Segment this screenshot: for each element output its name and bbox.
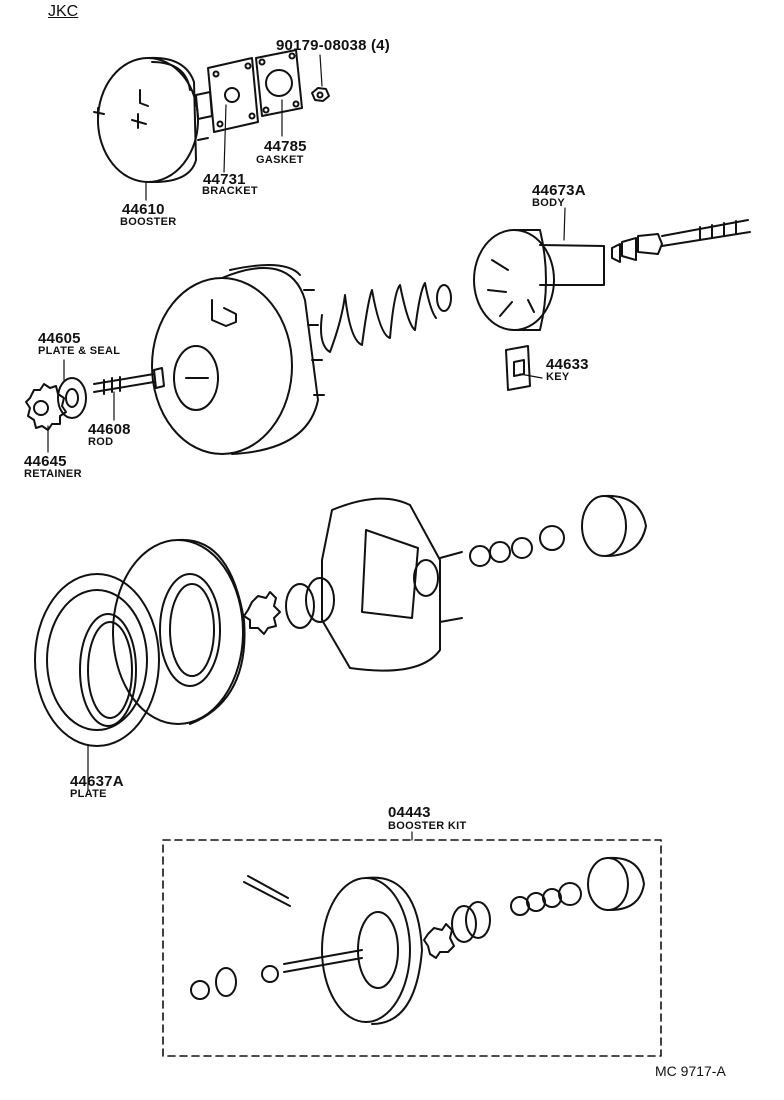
part-number-body: 44673A — [532, 182, 586, 199]
bracket-drawing — [207, 57, 259, 133]
part-name-booster: BOOSTER — [120, 216, 177, 228]
part-name-plate: PLATE — [70, 788, 107, 800]
rod-drawing — [93, 367, 165, 395]
plate-drawing — [34, 573, 160, 747]
header-code: JKC — [48, 3, 79, 20]
part-number-bracket: 44731 — [203, 171, 246, 188]
part-name-plate-seal: PLATE & SEAL — [38, 345, 121, 357]
part-name-body: BODY — [532, 197, 565, 209]
part-number-key: 44633 — [546, 356, 589, 373]
lower-small-parts-drawing — [243, 494, 647, 635]
booster-shell-drawing — [151, 264, 325, 455]
kit-parts-drawing — [190, 856, 645, 1025]
part-number-gasket: 44785 — [264, 138, 307, 155]
part-number-kit: 04443 — [388, 804, 431, 821]
part-number-booster: 44610 — [122, 201, 165, 218]
middle-leader-lines — [47, 207, 566, 453]
part-name-gasket: GASKET — [256, 154, 304, 166]
part-number-plate-seal: 44605 — [38, 330, 81, 347]
part-number-nut: 90179-08038 (4) — [276, 37, 390, 54]
part-name-key: KEY — [546, 371, 570, 383]
part-name-bracket: BRACKET — [202, 185, 258, 197]
part-name-retainer: RETAINER — [24, 468, 82, 480]
nut-drawing — [311, 87, 330, 102]
retainer-drawing — [25, 383, 67, 431]
booster-small-drawing — [93, 56, 213, 184]
top-leader-lines — [145, 54, 323, 201]
part-number-retainer: 44645 — [24, 453, 67, 470]
front-shell-drawing — [321, 497, 463, 672]
booster-kit-box — [162, 831, 662, 1057]
part-name-rod: ROD — [88, 436, 114, 448]
part-number-plate: 44637A — [70, 773, 124, 790]
gasket-drawing — [255, 49, 303, 117]
plate-seal-drawing — [57, 377, 87, 419]
spring-drawing — [320, 282, 452, 353]
footer-reference: MC 9717-A — [655, 1063, 726, 1079]
body-drawing — [473, 219, 751, 331]
part-number-rod: 44608 — [88, 421, 131, 438]
part-name-kit: BOOSTER KIT — [388, 820, 467, 832]
key-drawing — [505, 345, 531, 391]
diaphragm-drawing — [112, 538, 246, 725]
